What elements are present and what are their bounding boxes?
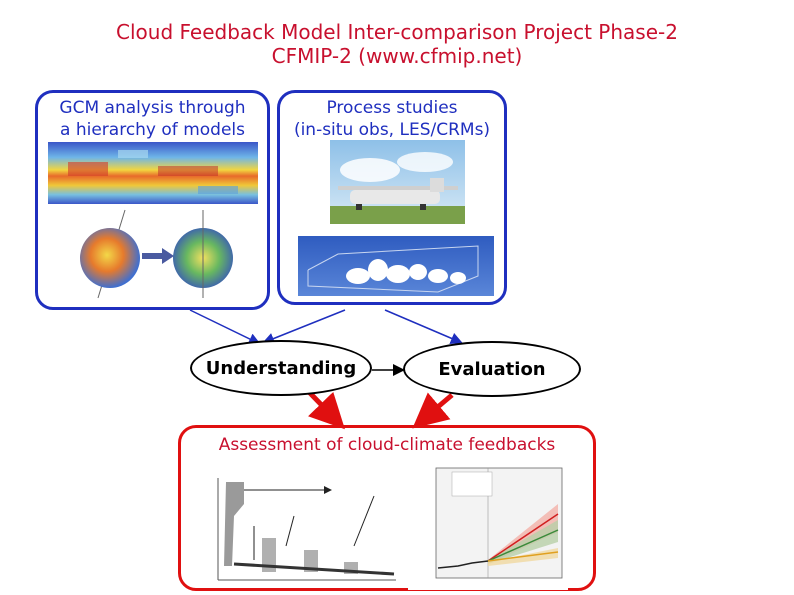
process-studies-panel: Process studies (in-situ obs, LES/CRMs) [277, 90, 507, 305]
arrow-gcm-to-understanding [189, 309, 261, 345]
arrow-process-to-understanding [262, 309, 346, 345]
evaluation-node: Evaluation [403, 341, 581, 397]
warming-projection-figure [408, 462, 568, 590]
evaluation-label: Evaluation [438, 358, 546, 380]
understanding-node: Understanding [190, 340, 372, 396]
gcm-label-line-1: GCM analysis through [59, 98, 246, 118]
aircraft-photo [330, 140, 465, 224]
assessment-label: Assessment of cloud-climate feedbacks [218, 435, 556, 455]
global-map-image [48, 142, 258, 204]
arrow-understanding-to-assessment [307, 390, 345, 430]
arrow-evaluation-to-assessment [412, 392, 454, 429]
aquaplanet-globes-image [80, 209, 233, 299]
feedback-spread-figure [214, 476, 400, 584]
title-line-1: Cloud Feedback Model Inter-comparison Pr… [116, 20, 678, 44]
gcm-hierarchy-panel: GCM analysis through a hierarchy of mode… [35, 90, 270, 310]
gcm-label-line-2: a hierarchy of models [60, 120, 245, 140]
understanding-label: Understanding [205, 357, 357, 379]
title-line-2: CFMIP-2 (www.cfmip.net) [271, 44, 523, 68]
process-label-line-2: (in-situ obs, LES/CRMs) [293, 120, 491, 140]
process-label-line-1: Process studies [326, 98, 458, 118]
arrow-process-to-evaluation [384, 309, 463, 344]
assessment-panel: Assessment of cloud-climate feedbacks [178, 425, 596, 591]
les-cloud-simulation-image [298, 236, 494, 296]
